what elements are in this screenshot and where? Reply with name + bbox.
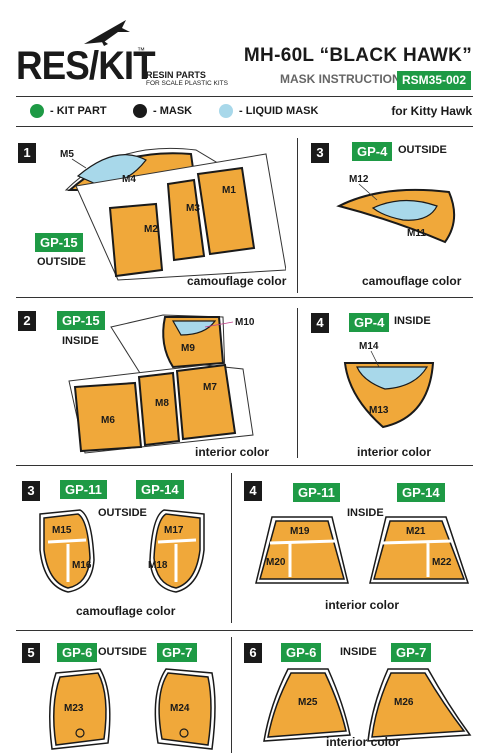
page-title: MH-60L “BLACK HAWK” bbox=[243, 45, 472, 66]
mark-m17: M17 bbox=[164, 525, 184, 536]
mark-m8: M8 bbox=[155, 398, 169, 409]
divider-row-2 bbox=[16, 465, 473, 466]
divider-row-1 bbox=[16, 297, 473, 298]
part-badge: GP-15 bbox=[57, 311, 105, 330]
window-inside-diagram: M14 M13 bbox=[343, 341, 435, 429]
mark-m14: M14 bbox=[359, 341, 379, 352]
kit-part-dot-icon bbox=[30, 104, 44, 118]
divider-col-4 bbox=[231, 637, 232, 753]
plane-icon bbox=[84, 20, 130, 46]
canopy-inside-diagram: M10 M9 M7 M8 M6 bbox=[68, 314, 255, 454]
step-number: 2 bbox=[18, 311, 36, 331]
part-badge-right: GP-7 bbox=[157, 643, 198, 662]
legend-mask: - MASK bbox=[153, 105, 193, 117]
divider-col-3 bbox=[231, 473, 232, 623]
divider-col-2 bbox=[297, 308, 298, 458]
caption: interior color bbox=[195, 445, 270, 459]
tagline-1: RESIN PARTS bbox=[146, 70, 206, 80]
legend-liquid-mask: - LIQUID MASK bbox=[239, 105, 319, 117]
legend-kit-part: - KIT PART bbox=[50, 105, 107, 117]
mark-m2: M2 bbox=[144, 224, 158, 235]
part-badge-left: GP-11 bbox=[293, 483, 340, 502]
mark-m1: M1 bbox=[222, 185, 236, 196]
caption: interior color bbox=[357, 445, 432, 459]
mark-m6: M6 bbox=[101, 415, 115, 426]
part-badge: GP-15 bbox=[35, 233, 83, 252]
caption: interior color bbox=[325, 598, 400, 612]
mark-m3: M3 bbox=[186, 203, 200, 214]
legend-for-kit: for Kitty Hawk bbox=[391, 104, 472, 118]
divider-row-3 bbox=[16, 630, 473, 631]
mark-m9: M9 bbox=[181, 343, 195, 354]
side-label: OUTSIDE bbox=[98, 646, 147, 658]
step-number: 3 bbox=[311, 143, 329, 163]
mark-m4: M4 bbox=[122, 174, 136, 185]
subtitle: MASK INSTRUCTION bbox=[280, 72, 401, 86]
mask-dot-icon bbox=[133, 104, 147, 118]
step-number: 4 bbox=[311, 313, 329, 333]
door-windows-inside-diagram: M19 M20 M21 M22 bbox=[255, 516, 470, 584]
window-outside-diagram: M12 M11 bbox=[336, 174, 456, 244]
mark-m18: M18 bbox=[148, 560, 168, 571]
side-label: INSIDE bbox=[340, 646, 377, 658]
mark-m12: M12 bbox=[349, 174, 369, 185]
mark-m20: M20 bbox=[266, 557, 286, 568]
door-windows-outside-diagram: M15 M16 M17 M18 bbox=[39, 509, 205, 593]
part-badge-right: GP-14 bbox=[136, 480, 184, 499]
side-label: OUTSIDE bbox=[98, 507, 147, 519]
caption: camouflage color bbox=[362, 274, 462, 288]
part-badge-right: GP-14 bbox=[397, 483, 445, 502]
mark-m11: M11 bbox=[407, 228, 426, 239]
divider-legend bbox=[16, 126, 473, 127]
logo: RES/KIT bbox=[16, 44, 156, 88]
part-badge: GP-4 bbox=[349, 313, 390, 332]
logo-text: RES/KIT bbox=[16, 44, 156, 88]
side-label: INSIDE bbox=[394, 315, 431, 327]
caption: camouflage color bbox=[187, 274, 287, 288]
liquid-mask-dot-icon bbox=[219, 104, 233, 118]
divider-col-1 bbox=[297, 138, 298, 293]
mark-m23: M23 bbox=[64, 703, 84, 714]
mark-m5: M5 bbox=[60, 149, 74, 160]
step-number: 5 bbox=[22, 643, 40, 663]
part-badge-left: GP-6 bbox=[57, 643, 98, 662]
part-badge-left: GP-11 bbox=[60, 480, 107, 499]
part-badge-right: GP-7 bbox=[391, 643, 432, 662]
step-number: 1 bbox=[18, 143, 36, 163]
step-number: 4 bbox=[244, 481, 262, 501]
small-windows-outside-diagram: M23 M24 bbox=[49, 668, 216, 750]
divider-top bbox=[16, 96, 473, 97]
mark-m21: M21 bbox=[406, 526, 426, 537]
side-label: INSIDE bbox=[62, 335, 99, 347]
code-badge: RSM35-002 bbox=[397, 71, 472, 90]
mark-m25: M25 bbox=[298, 697, 318, 708]
mark-m24: M24 bbox=[170, 703, 190, 714]
mark-m13: M13 bbox=[369, 405, 389, 416]
side-label: OUTSIDE bbox=[37, 256, 86, 268]
canopy-outside-diagram: M5 M4 M1 M3 M2 bbox=[60, 147, 286, 281]
side-label: OUTSIDE bbox=[398, 144, 447, 156]
trademark: ™ bbox=[137, 46, 145, 55]
caption: interior color bbox=[326, 735, 401, 749]
step-number: 3 bbox=[22, 481, 40, 501]
mark-m16: M16 bbox=[72, 560, 92, 571]
mark-m7: M7 bbox=[203, 382, 217, 393]
side-label: INSIDE bbox=[347, 507, 384, 519]
part-badge: GP-4 bbox=[352, 142, 393, 161]
mark-m26: M26 bbox=[394, 697, 414, 708]
small-windows-inside-diagram: M25 M26 bbox=[263, 668, 472, 742]
mark-m19: M19 bbox=[290, 526, 310, 537]
step-number: 6 bbox=[244, 643, 262, 663]
caption: camouflage color bbox=[76, 604, 176, 618]
mark-m15: M15 bbox=[52, 525, 72, 536]
mark-m10: M10 bbox=[235, 317, 255, 328]
tagline-2: FOR SCALE PLASTIC KITS bbox=[146, 80, 228, 87]
part-badge-left: GP-6 bbox=[281, 643, 322, 662]
mark-m22: M22 bbox=[432, 557, 452, 568]
